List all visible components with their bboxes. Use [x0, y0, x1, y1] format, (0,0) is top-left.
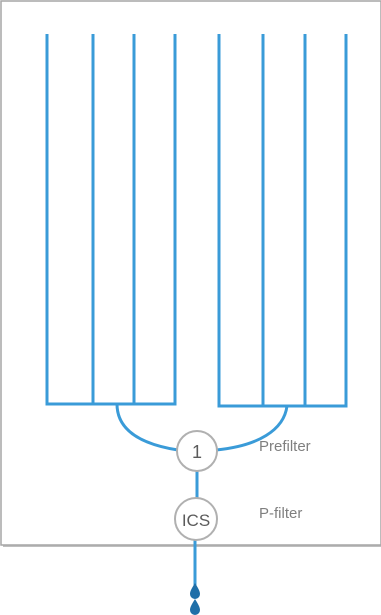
- connector-pipes: [115, 403, 289, 588]
- outlet-drops: [190, 583, 200, 615]
- node-1-circle: [176, 430, 218, 472]
- right-pipe-group: [217, 34, 348, 408]
- water-drop-icon: [190, 599, 200, 615]
- left-pipe-group: [45, 34, 177, 406]
- prefilter-label: Prefilter: [259, 438, 311, 455]
- pfilter-label: P-filter: [259, 505, 302, 522]
- node-prefilter: 1: [176, 430, 218, 472]
- node-ics-label: ICS: [182, 511, 210, 530]
- node-1-label: 1: [192, 442, 202, 462]
- node-ics-circle: [174, 497, 218, 541]
- left-connector: [115, 403, 179, 452]
- node-pfilter: ICS: [174, 497, 218, 541]
- water-drop-icon: [190, 583, 200, 599]
- right-connector: [215, 405, 289, 452]
